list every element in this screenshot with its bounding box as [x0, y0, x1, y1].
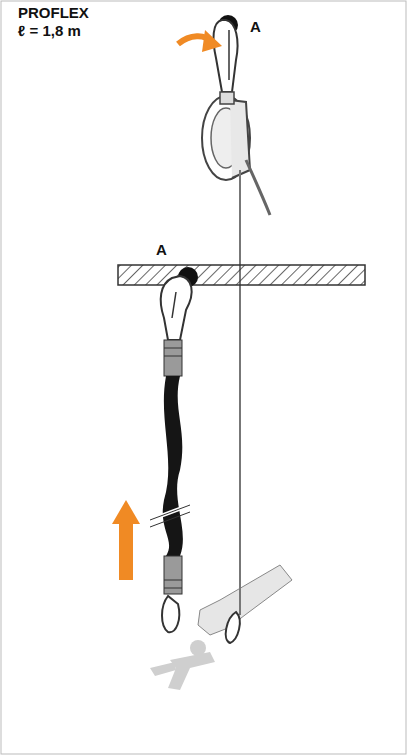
product-title: PROFLEX: [18, 5, 89, 22]
beam: [118, 265, 365, 285]
retractable-device: [202, 92, 250, 180]
anchor-label: A: [156, 242, 167, 259]
hand: [198, 565, 292, 635]
length-dimension: ℓ = 1,8 m: [18, 23, 81, 40]
anchor-label: A: [250, 19, 261, 36]
cable-carabiner: [226, 612, 240, 643]
carabiner: [214, 20, 238, 92]
rope-tail: [246, 160, 270, 215]
hook: [161, 276, 192, 340]
lanyard: [150, 340, 190, 632]
cable: [239, 170, 241, 615]
person: [150, 640, 215, 690]
up-arrow: [112, 500, 140, 580]
